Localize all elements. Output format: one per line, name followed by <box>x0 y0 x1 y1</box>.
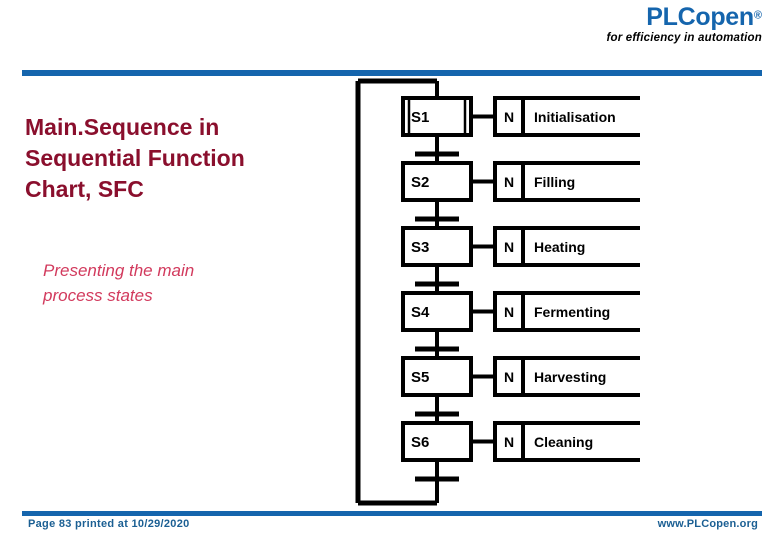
registered-trademark-icon: ® <box>753 9 762 22</box>
sfc-action-qualifier-box <box>493 161 525 202</box>
brand-tagline: for efficiency in automation <box>606 32 762 44</box>
sfc-step-box <box>401 226 473 267</box>
page-subtitle: Presenting the main process states <box>43 258 308 308</box>
sfc-action-label: Filling <box>534 174 575 190</box>
page-subtitle-line-2: process states <box>43 286 153 305</box>
sfc-step-label: S1 <box>411 109 429 126</box>
sfc-action-qualifier-box <box>493 226 525 267</box>
page-title: Main.Sequence in Sequential Function Cha… <box>25 112 325 205</box>
sfc-action-box <box>521 161 640 202</box>
sfc-action-qualifier-label: N <box>504 369 514 385</box>
sfc-step-box <box>401 356 473 397</box>
page-title-line-3: Chart, SFC <box>25 176 144 202</box>
sfc-action-label: Fermenting <box>534 304 610 320</box>
sfc-action-label: Cleaning <box>534 434 593 450</box>
page-title-line-1: Main.Sequence in <box>25 114 220 140</box>
brand-logo: PLCopen® <box>0 4 762 30</box>
sfc-action-box <box>521 356 640 397</box>
sfc-action-box <box>521 96 640 137</box>
sfc-action-qualifier-label: N <box>504 239 514 255</box>
sfc-step-label: S5 <box>411 369 429 386</box>
footer-page-info: Page 83 printed at 10/29/2020 <box>28 518 190 530</box>
header-divider <box>22 70 762 76</box>
sfc-action-box <box>521 226 640 267</box>
sfc-step-label: S3 <box>411 239 429 256</box>
sfc-action-box <box>521 421 640 462</box>
page-title-line-2: Sequential Function <box>25 145 245 171</box>
footer-website-link[interactable]: www.PLCopen.org <box>657 518 758 530</box>
sfc-action-qualifier-label: N <box>504 304 514 320</box>
sfc-action-label: Initialisation <box>534 109 616 125</box>
brand-name: PLCopen <box>646 3 754 31</box>
sfc-step-box <box>401 291 473 332</box>
sfc-step-label: S4 <box>411 304 430 321</box>
footer-divider <box>22 511 762 516</box>
sfc-action-box <box>521 291 640 332</box>
sfc-step-label: S6 <box>411 434 429 451</box>
sfc-action-label: Harvesting <box>534 369 606 385</box>
sfc-action-qualifier-box <box>493 421 525 462</box>
sfc-step-box <box>401 161 473 202</box>
sfc-action-label: Heating <box>534 239 585 255</box>
sfc-action-qualifier-label: N <box>504 174 514 190</box>
sfc-action-qualifier-label: N <box>504 434 514 450</box>
sfc-step-label: S2 <box>411 174 429 191</box>
page-subtitle-line-1: Presenting the main <box>43 261 195 280</box>
sfc-action-qualifier-label: N <box>504 109 514 125</box>
